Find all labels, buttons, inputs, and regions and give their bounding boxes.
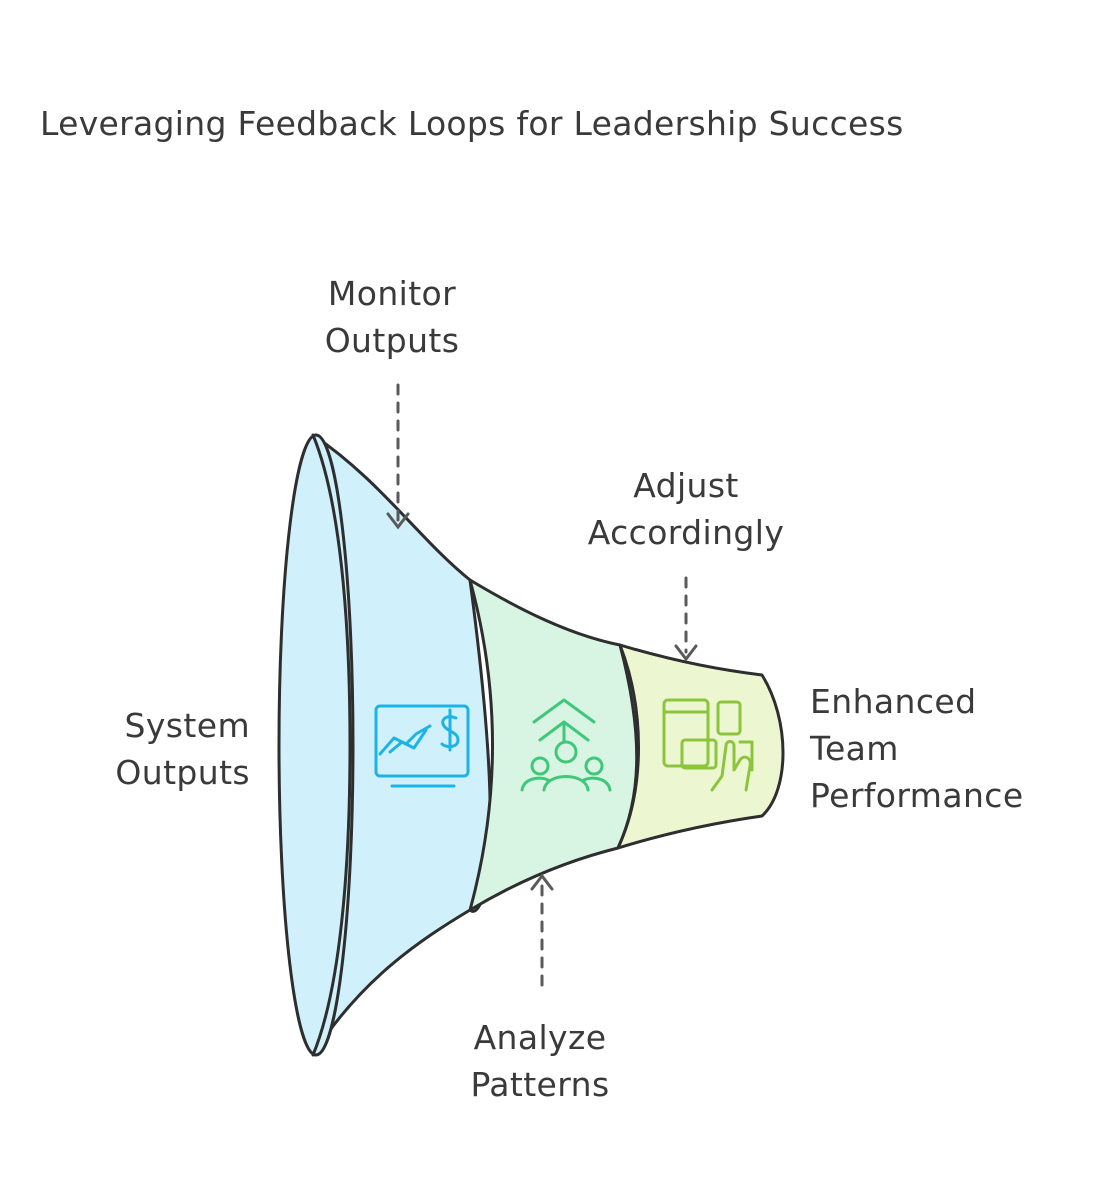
arrow-analyze bbox=[530, 873, 554, 987]
funnel-section-analyze bbox=[468, 578, 639, 912]
label-monitor-outputs: Monitor Outputs bbox=[302, 270, 482, 364]
label-analyze-line2: Patterns bbox=[470, 1065, 610, 1104]
label-system-line2: Outputs bbox=[115, 753, 250, 792]
arrow-monitor bbox=[386, 383, 410, 530]
label-monitor-line2: Outputs bbox=[324, 321, 460, 360]
label-adjust-accordingly: Adjust Accordingly bbox=[568, 462, 804, 556]
label-enhanced-line3: Performance bbox=[810, 776, 1024, 815]
devices-touch-icon bbox=[662, 698, 754, 792]
label-adjust-line1: Adjust bbox=[633, 466, 739, 505]
label-system-line1: System bbox=[124, 706, 250, 745]
arrow-adjust bbox=[674, 576, 698, 662]
diagram-title: Leveraging Feedback Loops for Leadership… bbox=[40, 104, 904, 143]
monitor-dollar-chart-icon bbox=[374, 704, 470, 788]
team-growth-icon bbox=[520, 698, 612, 792]
label-monitor-line1: Monitor bbox=[327, 274, 457, 313]
label-system-outputs: System Outputs bbox=[60, 702, 250, 796]
funnel-section-adjust bbox=[616, 643, 785, 850]
label-adjust-line2: Accordingly bbox=[587, 513, 785, 552]
funnel-mouth bbox=[277, 433, 355, 1057]
label-analyze-line1: Analyze bbox=[473, 1018, 607, 1057]
label-enhanced-team-performance: Enhanced Team Performance bbox=[810, 678, 1060, 819]
label-enhanced-line1: Enhanced bbox=[810, 682, 977, 721]
label-enhanced-line2: Team bbox=[810, 729, 899, 768]
label-analyze-patterns: Analyze Patterns bbox=[442, 1014, 638, 1108]
